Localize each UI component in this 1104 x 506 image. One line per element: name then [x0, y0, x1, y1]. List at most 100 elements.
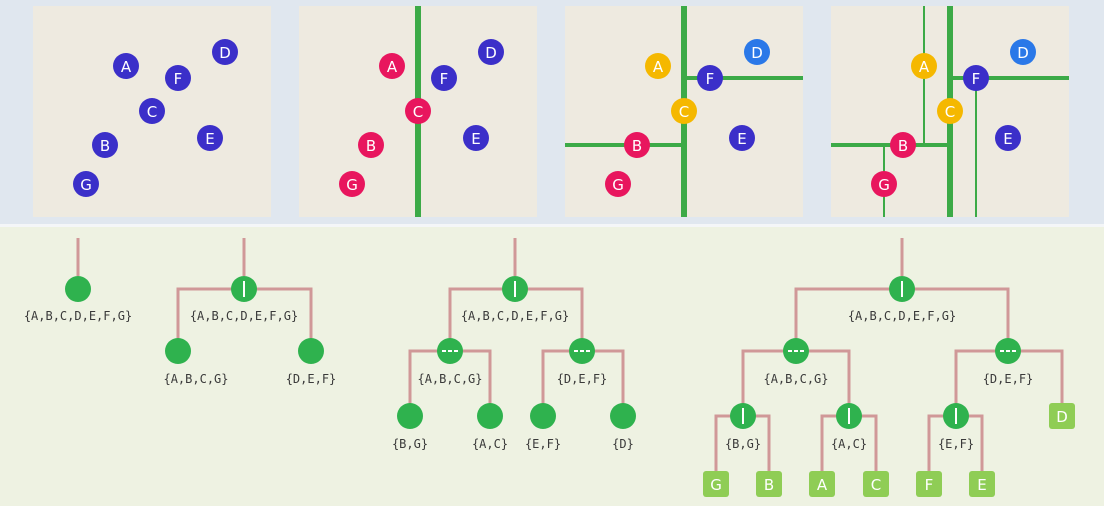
set-label: {B,G}	[725, 437, 761, 451]
point-g: G	[73, 171, 99, 197]
leaf-d: D	[1049, 403, 1075, 429]
set-label: {A,B,C,G}	[417, 372, 482, 386]
point-label: B	[100, 137, 110, 155]
point-marker	[379, 53, 405, 79]
tree-node	[502, 276, 528, 302]
point-marker	[871, 171, 897, 197]
point-label: F	[174, 70, 183, 88]
tree-1: {A,B,C,D,E,F,G}	[24, 238, 132, 323]
leaf-e: E	[969, 471, 995, 497]
point-marker	[73, 171, 99, 197]
set-label: {A,B,C,D,E,F,G}	[190, 309, 298, 323]
point-label: A	[121, 58, 132, 76]
set-label: {D,E,F}	[286, 372, 337, 386]
leaf-label: E	[977, 476, 986, 494]
set-label: {A,C}	[472, 437, 508, 451]
point-f: F	[697, 65, 723, 91]
point-label: B	[366, 137, 376, 155]
point-marker	[624, 132, 650, 158]
point-marker	[963, 65, 989, 91]
node-circle	[477, 403, 503, 429]
point-label: C	[679, 103, 689, 121]
set-label: {D,E,F}	[983, 372, 1034, 386]
set-label: {B,G}	[392, 437, 428, 451]
point-a: A	[911, 53, 937, 79]
point-label: E	[1003, 130, 1012, 148]
tree-node	[231, 276, 257, 302]
node-circle	[298, 338, 324, 364]
point-c: C	[671, 98, 697, 124]
point-marker	[605, 171, 631, 197]
point-marker	[212, 39, 238, 65]
set-label: {D,E,F}	[557, 372, 608, 386]
tree-node	[836, 403, 862, 429]
point-label: A	[919, 58, 930, 76]
point-marker	[671, 98, 697, 124]
tree-node	[477, 403, 503, 429]
tree-node	[995, 338, 1021, 364]
point-label: F	[440, 70, 449, 88]
point-e: E	[197, 125, 223, 151]
point-a: A	[379, 53, 405, 79]
point-marker	[358, 132, 384, 158]
node-circle	[165, 338, 191, 364]
tree-diagrams: {A,B,C,D,E,F,G}{A,B,C,D,E,F,G}{A,B,C,G}{…	[24, 238, 1075, 497]
point-marker	[937, 98, 963, 124]
point-d: D	[212, 39, 238, 65]
point-marker	[197, 125, 223, 151]
point-label: G	[80, 176, 92, 194]
point-label: B	[632, 137, 642, 155]
point-label: A	[653, 58, 664, 76]
point-label: G	[878, 176, 890, 194]
point-marker	[431, 65, 457, 91]
tree-node	[569, 338, 595, 364]
leaf-box	[916, 471, 942, 497]
tree-node	[889, 276, 915, 302]
point-e: E	[729, 125, 755, 151]
point-label: D	[485, 44, 497, 62]
point-c: C	[937, 98, 963, 124]
set-label: {A,C}	[831, 437, 867, 451]
point-label: A	[387, 58, 398, 76]
leaf-box	[1049, 403, 1075, 429]
point-marker	[478, 39, 504, 65]
leaf-label: D	[1056, 408, 1068, 426]
point-b: B	[358, 132, 384, 158]
tree-node	[530, 403, 556, 429]
set-label: {A,B,C,G}	[763, 372, 828, 386]
leaf-box	[703, 471, 729, 497]
point-c: C	[405, 98, 431, 124]
point-marker	[405, 98, 431, 124]
node-circle	[65, 276, 91, 302]
tree-node	[165, 338, 191, 364]
set-label: {A,B,C,D,E,F,G}	[848, 309, 956, 323]
point-marker	[911, 53, 937, 79]
set-label: {A,B,C,D,E,F,G}	[24, 309, 132, 323]
node-circle	[530, 403, 556, 429]
point-marker	[339, 171, 365, 197]
point-label: E	[737, 130, 746, 148]
leaf-f: F	[916, 471, 942, 497]
point-marker	[1010, 39, 1036, 65]
point-label: E	[471, 130, 480, 148]
point-marker	[113, 53, 139, 79]
point-label: B	[898, 137, 908, 155]
leaf-a: A	[809, 471, 835, 497]
set-label: {A,B,C,G}	[163, 372, 228, 386]
tree-2: {A,B,C,D,E,F,G} {A,B,C,G} {D,E,F}	[163, 238, 336, 386]
point-f: F	[963, 65, 989, 91]
point-label: F	[706, 70, 715, 88]
tree-node	[437, 338, 463, 364]
node-circle	[397, 403, 423, 429]
point-b: B	[890, 132, 916, 158]
band-separator	[0, 224, 1104, 227]
leaf-box	[969, 471, 995, 497]
point-marker	[890, 132, 916, 158]
leaf-label: G	[710, 476, 722, 494]
point-c: C	[139, 98, 165, 124]
point-marker	[92, 132, 118, 158]
point-e: E	[463, 125, 489, 151]
